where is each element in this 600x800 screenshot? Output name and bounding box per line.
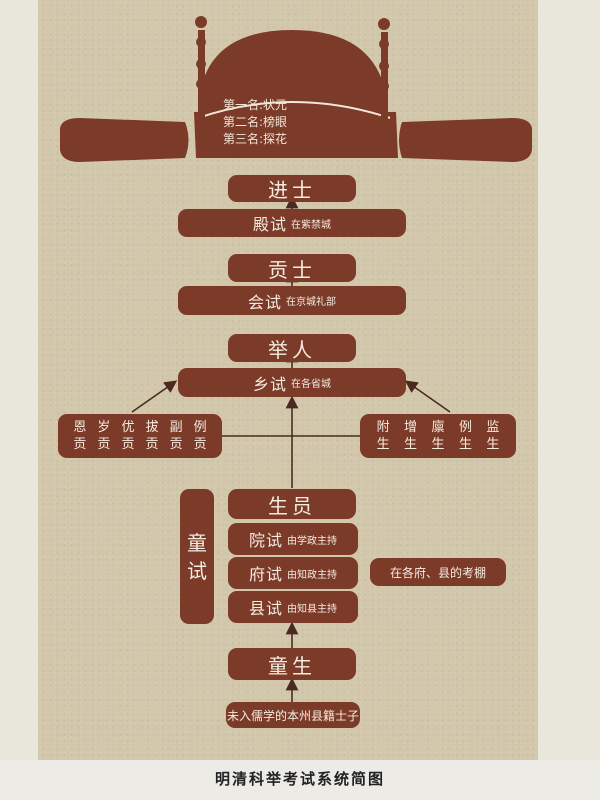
node-fushi-note: 由知政主持 (287, 569, 337, 581)
node-origin: 未入儒学的本州县籍士子 (226, 702, 360, 728)
gong-bottom-0: 贡 (73, 437, 87, 452)
node-dianshi-note: 在紫禁城 (291, 219, 331, 231)
sheng-top-4: 监 (486, 420, 500, 435)
gong-top-2: 优 (121, 420, 135, 435)
gong-bottom-4: 贡 (169, 437, 183, 452)
node-yuanshi-note: 由学政主持 (287, 535, 337, 547)
node-yuanshi-label: 院试 (248, 531, 283, 550)
node-jinshi: 进士 (228, 175, 356, 202)
node-shengyuan-label: 生员 (268, 493, 316, 518)
sheng-top-1: 增 (404, 420, 418, 435)
gong-top-5: 例 (193, 420, 207, 435)
node-gongshi-label: 贡士 (268, 257, 316, 282)
node-tongsheng-label: 童生 (268, 653, 316, 678)
node-shengyuan: 生员 (228, 489, 356, 519)
sheng-bottom-4: 生 (486, 437, 500, 452)
hat-rank-list: 第一名:状元 第二名:榜眼 第三名:探花 (210, 97, 300, 148)
node-gong-group: 恩 岁 优 拔 副 例 贡 贡 贡 贡 贡 贡 (58, 414, 222, 458)
sheng-top-0: 附 (376, 420, 390, 435)
gong-bottom-2: 贡 (121, 437, 135, 452)
node-huishi-note: 在京城礼部 (286, 297, 336, 308)
gong-top-0: 恩 (73, 420, 87, 435)
node-sheng-group: 附 增 廪 例 监 生 生 生 生 生 (360, 414, 516, 458)
hat-icon (60, 16, 532, 162)
node-exam-place: 在各府、县的考棚 (370, 558, 506, 586)
node-gongshi: 贡士 (228, 254, 356, 282)
node-xiangshi-label: 乡试 (252, 374, 287, 394)
node-huishi-label: 会试 (247, 292, 282, 312)
node-yuanshi: 院试 由学政主持 (228, 523, 358, 555)
node-xiangshi-note: 在各省城 (291, 379, 331, 390)
caption-strip (0, 760, 600, 800)
node-juren: 举人 (228, 334, 356, 362)
node-dianshi: 殿试 在紫禁城 (178, 209, 406, 237)
node-jinshi-label: 进士 (268, 178, 316, 202)
rank-third: 第三名:探花 (222, 132, 288, 146)
sheng-bottom-2: 生 (431, 437, 445, 452)
node-exam-place-label: 在各府、县的考棚 (389, 565, 486, 580)
rank-first: 第一名:状元 (222, 98, 288, 112)
node-juren-label: 举人 (268, 337, 316, 362)
sheng-top-2: 廪 (431, 420, 445, 435)
gong-top-4: 副 (169, 420, 183, 435)
node-tongshi-char-0: 童 (187, 530, 207, 555)
node-dianshi-label: 殿试 (252, 215, 287, 234)
node-xiangshi: 乡试 在各省城 (178, 368, 406, 397)
diagram-caption: 明清科举考试系统简图 (214, 770, 385, 788)
sheng-bottom-1: 生 (404, 437, 418, 452)
gong-top-3: 拔 (145, 420, 159, 435)
gong-bottom-3: 贡 (145, 437, 159, 452)
gong-bottom-1: 贡 (97, 437, 111, 452)
node-xianshi: 县试 由知县主持 (228, 591, 358, 623)
node-tongsheng: 童生 (228, 648, 356, 680)
rank-second: 第二名:榜眼 (222, 115, 288, 129)
sheng-bottom-0: 生 (376, 437, 390, 452)
node-huishi: 会试 在京城礼部 (178, 286, 406, 315)
node-xianshi-label: 县试 (248, 599, 283, 618)
node-tongshi: 童 试 (180, 489, 214, 624)
gong-top-1: 岁 (97, 420, 111, 435)
node-xianshi-note: 由知县主持 (287, 603, 337, 615)
node-tongshi-char-1: 试 (187, 558, 207, 583)
sheng-top-3: 例 (458, 420, 472, 435)
sheng-bottom-3: 生 (458, 437, 472, 452)
node-fushi-label: 府试 (248, 565, 283, 584)
gong-bottom-5: 贡 (193, 437, 207, 452)
node-fushi: 府试 由知政主持 (228, 557, 358, 589)
node-origin-label: 未入儒学的本州县籍士子 (226, 708, 359, 723)
